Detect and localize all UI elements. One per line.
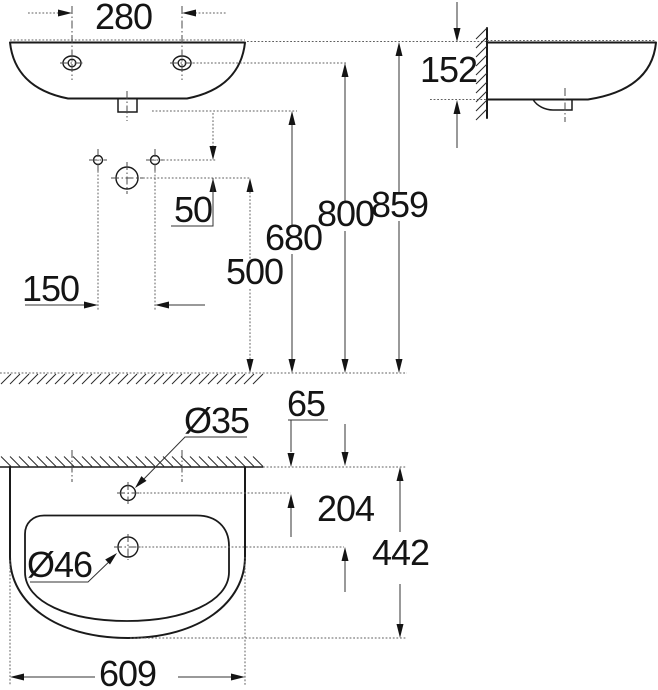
fixing-point-right bbox=[146, 149, 164, 171]
dim-859-label: 859 bbox=[371, 184, 428, 225]
dim-hole-spacing: 280 bbox=[28, 0, 226, 37]
dim-drain-to-wall: 204 bbox=[317, 424, 375, 592]
dim-800-label: 800 bbox=[317, 193, 374, 234]
dim-faucet-height: 500 bbox=[226, 178, 284, 373]
dim-faucet-to-wall: 65 bbox=[287, 383, 328, 537]
floor-hatching bbox=[0, 373, 264, 385]
label-faucet-hole-diameter: Ø35 bbox=[135, 400, 250, 488]
wall-hatching-top bbox=[0, 456, 264, 467]
mounting-hole-ticks bbox=[71, 450, 183, 482]
dia-35-label: Ø35 bbox=[184, 400, 249, 441]
dim-500-label: 500 bbox=[226, 251, 283, 292]
dim-152-label: 152 bbox=[420, 49, 477, 90]
side-view: 152 bbox=[420, 2, 657, 148]
dim-outlet-height: 680 bbox=[265, 111, 323, 373]
faucet-hole-top bbox=[117, 482, 139, 504]
basin-front-outline bbox=[9, 41, 246, 100]
basin-side-outline bbox=[486, 41, 657, 101]
dim-280-label: 280 bbox=[95, 0, 152, 37]
dim-wall-edge-depth: 152 bbox=[420, 2, 478, 148]
dim-basin-width: 609 bbox=[10, 653, 245, 690]
label-drain-diameter: Ø46 bbox=[27, 544, 117, 585]
top-view: Ø35 Ø46 65 204 bbox=[0, 383, 430, 690]
dim-faucet-offset: 50 bbox=[171, 113, 217, 230]
dim-442-label: 442 bbox=[372, 532, 429, 573]
dim-65-label: 65 bbox=[287, 383, 325, 424]
dim-204-label: 204 bbox=[317, 488, 374, 529]
drain-hole-top bbox=[114, 534, 142, 560]
dim-faucet-hole-spacing: 150 bbox=[22, 268, 205, 309]
dim-mounting-hole-height: 800 bbox=[317, 63, 375, 373]
dim-rim-height: 859 bbox=[371, 42, 429, 373]
front-view: 280 50 150 500 680 bbox=[0, 0, 487, 385]
dim-150-label: 150 bbox=[22, 268, 79, 309]
dim-50-label: 50 bbox=[174, 189, 212, 230]
dim-609-label: 609 bbox=[99, 653, 156, 690]
dia-46-label: Ø46 bbox=[27, 544, 92, 585]
basin-top-outer-outline bbox=[9, 466, 246, 639]
dim-basin-depth: 442 bbox=[372, 467, 430, 638]
fixing-point-left bbox=[89, 149, 107, 171]
basin-top-inner-bowl bbox=[24, 514, 230, 622]
wall-hatching-side bbox=[475, 27, 488, 121]
faucet-hole-front bbox=[111, 162, 143, 194]
drain-outlet-side bbox=[532, 98, 573, 111]
dim-680-label: 680 bbox=[265, 217, 322, 258]
